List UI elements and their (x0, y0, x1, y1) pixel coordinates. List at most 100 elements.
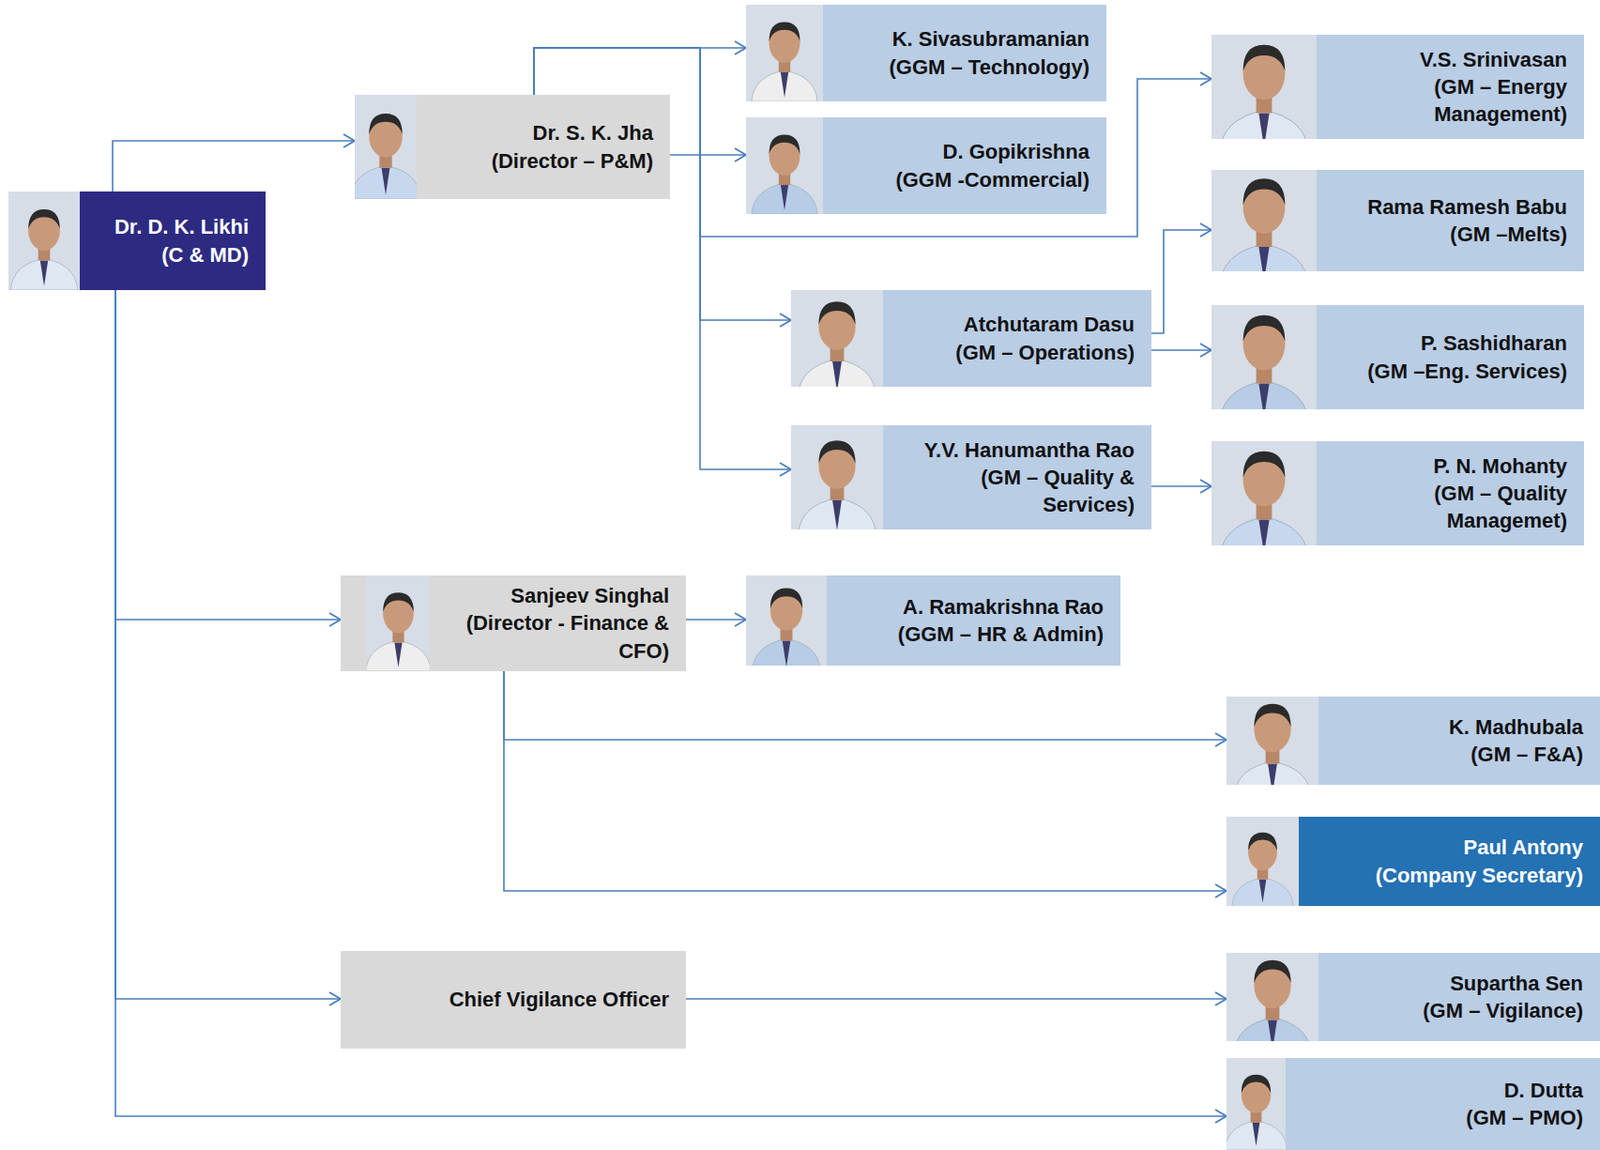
person-photo (746, 117, 823, 214)
person-name: Dr. S. K. Jha (533, 119, 654, 147)
person-name: Rama Ramesh Babu (1367, 193, 1568, 221)
person-name: K. Madhubala (1448, 713, 1584, 741)
person-box: Chief Vigilance Officer (340, 950, 686, 1049)
arrowhead (734, 41, 747, 55)
arrowhead (734, 148, 747, 162)
person-box: P. Sashidharan(GM –Eng. Services) (1211, 304, 1585, 410)
job-title: (Company Secretary) (1375, 861, 1584, 889)
arrowhead (1215, 883, 1227, 898)
person-box: K. Sivasubramanian(GGM – Technology) (746, 4, 1107, 102)
person-photo (8, 191, 80, 290)
text-block: V.S. Srinivasan(GM – Energy Management) (1324, 34, 1585, 139)
text-block: Paul Antony(Company Secretary) (1306, 816, 1600, 906)
arrowhead (1215, 732, 1227, 747)
arrowhead (779, 313, 792, 327)
person-box: Dr. S. K. Jha(Director – P&M) (354, 94, 671, 199)
person-photo (354, 94, 417, 199)
job-title: (GM – Operations) (955, 338, 1135, 366)
person-photo (1211, 441, 1317, 546)
text-block: Atchutaram Dasu(GM – Operations) (890, 289, 1152, 387)
person-name: Chief Vigilance Officer (449, 985, 670, 1013)
job-title: (GM – Quality Managemet) (1324, 479, 1568, 534)
job-title: (GM – Energy Management) (1324, 73, 1568, 128)
arrowhead (1200, 223, 1212, 237)
person-photo (1211, 304, 1317, 410)
text-block: Sanjeev Singhal(Director - Finance & CFO… (437, 575, 686, 671)
person-name: Supartha Sen (1449, 969, 1584, 997)
arrowhead (734, 612, 747, 626)
arrowhead (1215, 991, 1227, 1006)
person-photo (1211, 34, 1317, 139)
text-block: Dr. S. K. Jha(Director – P&M) (424, 94, 671, 199)
person-name: A. Ramakrishna Rao (902, 593, 1104, 621)
person-name: V.S. Srinivasan (1419, 45, 1568, 74)
person-name: D. Gopikrishna (943, 137, 1090, 166)
text-block: Y.V. Hanumantha Rao(GM – Quality & Servi… (890, 425, 1152, 530)
arrowhead (1215, 1109, 1227, 1123)
arrowhead (779, 462, 792, 476)
connector (670, 153, 747, 156)
job-title: (GM – F&A) (1470, 740, 1584, 768)
arrowhead (1200, 479, 1212, 493)
job-title: (GM – Vigilance) (1422, 996, 1584, 1024)
job-title: (GGM -Commercial) (895, 166, 1090, 194)
person-box: Dr. D. K. Likhi(C & MD) (8, 191, 266, 290)
person-photo (746, 4, 823, 102)
person-name: Paul Antony (1462, 833, 1584, 861)
person-photo (366, 575, 430, 671)
connector (1151, 349, 1212, 351)
arrowhead (329, 991, 341, 1006)
person-box: D. Gopikrishna(GGM -Commercial) (746, 117, 1107, 214)
person-name: P. Sashidharan (1420, 329, 1568, 357)
person-name: Dr. D. K. Likhi (114, 213, 249, 241)
connector (115, 289, 1227, 1116)
text-block: K. Sivasubramanian(GGM – Technology) (830, 4, 1107, 102)
job-title: (Director - Finance & CFO) (437, 609, 670, 664)
person-box: Supartha Sen(GM – Vigilance) (1226, 952, 1600, 1041)
person-box: D. Dutta(GM – PMO) (1226, 1057, 1600, 1150)
connector (112, 140, 355, 192)
person-box: Sanjeev Singhal(Director - Finance & CFO… (340, 575, 686, 671)
person-box: P. N. Mohanty(GM – Quality Managemet) (1211, 441, 1585, 546)
text-block: P. Sashidharan(GM –Eng. Services) (1324, 304, 1585, 410)
person-name: Sanjeev Singhal (510, 581, 670, 610)
job-title: (GGM – HR & Admin) (898, 620, 1104, 648)
person-name: P. N. Mohanty (1432, 452, 1568, 480)
arrowhead (1200, 343, 1212, 357)
person-name: Y.V. Hanumantha Rao (924, 436, 1135, 464)
person-name: Atchutaram Dasu (963, 310, 1135, 338)
job-title: (Director – P&M) (491, 147, 654, 175)
person-photo (1226, 952, 1319, 1041)
text-block: Dr. D. K. Likhi(C & MD) (87, 191, 266, 290)
person-box: Y.V. Hanumantha Rao(GM – Quality & Servi… (791, 425, 1152, 530)
text-block: Rama Ramesh Babu(GM –Melts) (1324, 169, 1585, 272)
connector (1151, 485, 1212, 488)
job-title: (C & MD) (161, 241, 249, 269)
connector (685, 618, 747, 621)
person-box: Paul Antony(Company Secretary) (1226, 816, 1600, 906)
person-box: K. Madhubala(GM – F&A) (1226, 696, 1600, 785)
connector (533, 47, 747, 95)
connector (115, 289, 341, 620)
text-block: P. N. Mohanty(GM – Quality Managemet) (1324, 441, 1585, 546)
person-box: Atchutaram Dasu(GM – Operations) (791, 289, 1152, 387)
person-photo (1226, 816, 1299, 906)
connector (503, 670, 1227, 891)
connector (685, 997, 1227, 1000)
job-title: (GM –Eng. Services) (1367, 357, 1568, 385)
person-box: V.S. Srinivasan(GM – Energy Management) (1211, 34, 1585, 139)
person-photo (1211, 169, 1317, 272)
person-photo (791, 289, 884, 387)
connector (1151, 229, 1212, 334)
person-photo (746, 575, 827, 666)
person-photo (1226, 696, 1319, 785)
text-block: Supartha Sen(GM – Vigilance) (1325, 952, 1600, 1041)
connector (503, 670, 1227, 740)
text-block: K. Madhubala(GM – F&A) (1325, 696, 1600, 785)
arrowhead (343, 134, 355, 148)
arrowhead (329, 612, 341, 626)
job-title: (GM –Melts) (1449, 220, 1568, 248)
text-block: D. Dutta(GM – PMO) (1293, 1057, 1600, 1150)
connector (115, 289, 341, 999)
